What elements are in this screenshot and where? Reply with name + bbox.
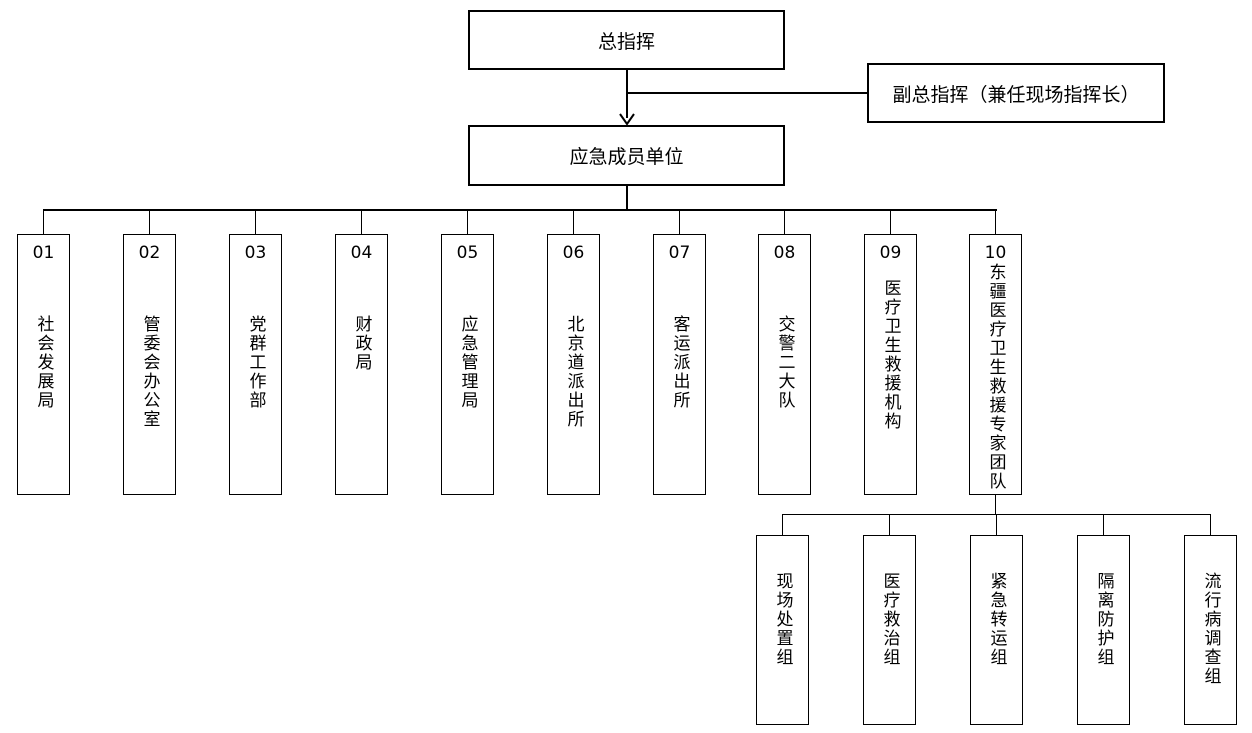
expert-group-name: 紧急转运组 — [986, 572, 1007, 667]
expert-group-box: 现场处置组 — [756, 535, 809, 725]
unit-name: 交警二大队 — [774, 315, 795, 410]
deputy-label: 副总指挥（兼任现场指挥长） — [892, 83, 1140, 106]
unit-connector — [149, 210, 150, 234]
unit-name: 医疗卫生救援机构 — [880, 279, 901, 431]
group-connector — [996, 515, 997, 535]
unit-name: 客运派出所 — [669, 315, 690, 410]
group-connector — [889, 515, 890, 535]
expert-group-name: 隔离防护组 — [1093, 572, 1114, 667]
unit-number: 01 — [32, 243, 55, 263]
commander-connector — [626, 70, 628, 118]
commander-label: 总指挥 — [597, 30, 655, 53]
unit-name: 应急管理局 — [457, 315, 478, 410]
expert-group-box: 流行病调查组 — [1184, 535, 1237, 725]
unit-box: 07 客运派出所 — [653, 234, 706, 495]
expert-group-name: 医疗救治组 — [879, 572, 900, 667]
expert-down-connector — [995, 494, 996, 515]
unit-box: 03 党群工作部 — [229, 234, 282, 495]
expert-group-name: 流行病调查组 — [1200, 572, 1221, 686]
members-down-connector — [626, 186, 628, 210]
unit-number: 10 — [984, 243, 1007, 263]
unit-connector — [255, 210, 256, 234]
group-connector — [1210, 515, 1211, 535]
group-connector — [1103, 515, 1104, 535]
deputy-box: 副总指挥（兼任现场指挥长） — [867, 63, 1165, 123]
commander-box: 总指挥 — [468, 10, 785, 70]
members-label: 应急成员单位 — [569, 146, 684, 168]
unit-connector — [43, 210, 44, 234]
unit-connector — [784, 210, 785, 234]
unit-box: 08 交警二大队 — [758, 234, 811, 495]
unit-number: 02 — [138, 243, 161, 263]
unit-box: 05 应急管理局 — [441, 234, 494, 495]
unit-number: 08 — [773, 243, 796, 263]
expert-bus — [782, 514, 1211, 515]
expert-group-box: 医疗救治组 — [863, 535, 916, 725]
unit-connector — [361, 210, 362, 234]
unit-name: 北京道派出所 — [563, 315, 584, 429]
unit-number: 05 — [456, 243, 479, 263]
expert-group-box: 紧急转运组 — [970, 535, 1023, 725]
unit-number: 09 — [879, 243, 902, 263]
expert-group-name: 现场处置组 — [772, 572, 793, 667]
expert-group-box: 隔离防护组 — [1077, 535, 1130, 725]
group-connector — [782, 515, 783, 535]
unit-connector — [679, 210, 680, 234]
unit-box: 01 社会发展局 — [17, 234, 70, 495]
unit-connector — [995, 210, 996, 234]
unit-name: 党群工作部 — [245, 315, 266, 410]
unit-connector — [890, 210, 891, 234]
unit-connector — [467, 210, 468, 234]
unit-box: 02 管委会办公室 — [123, 234, 176, 495]
unit-name: 东疆医疗卫生救援专家团队 — [985, 263, 1006, 491]
unit-name: 管委会办公室 — [139, 315, 160, 429]
unit-name: 财政局 — [351, 315, 372, 372]
unit-box: 09 医疗卫生救援机构 — [864, 234, 917, 495]
members-box: 应急成员单位 — [468, 125, 785, 186]
unit-number: 03 — [244, 243, 267, 263]
units-bus — [43, 209, 997, 211]
unit-connector — [573, 210, 574, 234]
deputy-connector — [627, 92, 868, 94]
arrow-head-icon — [619, 113, 635, 126]
unit-number: 04 — [350, 243, 373, 263]
unit-number: 06 — [562, 243, 585, 263]
unit-box: 04 财政局 — [335, 234, 388, 495]
unit-number: 07 — [668, 243, 691, 263]
unit-box: 06 北京道派出所 — [547, 234, 600, 495]
unit-name: 社会发展局 — [33, 315, 54, 410]
